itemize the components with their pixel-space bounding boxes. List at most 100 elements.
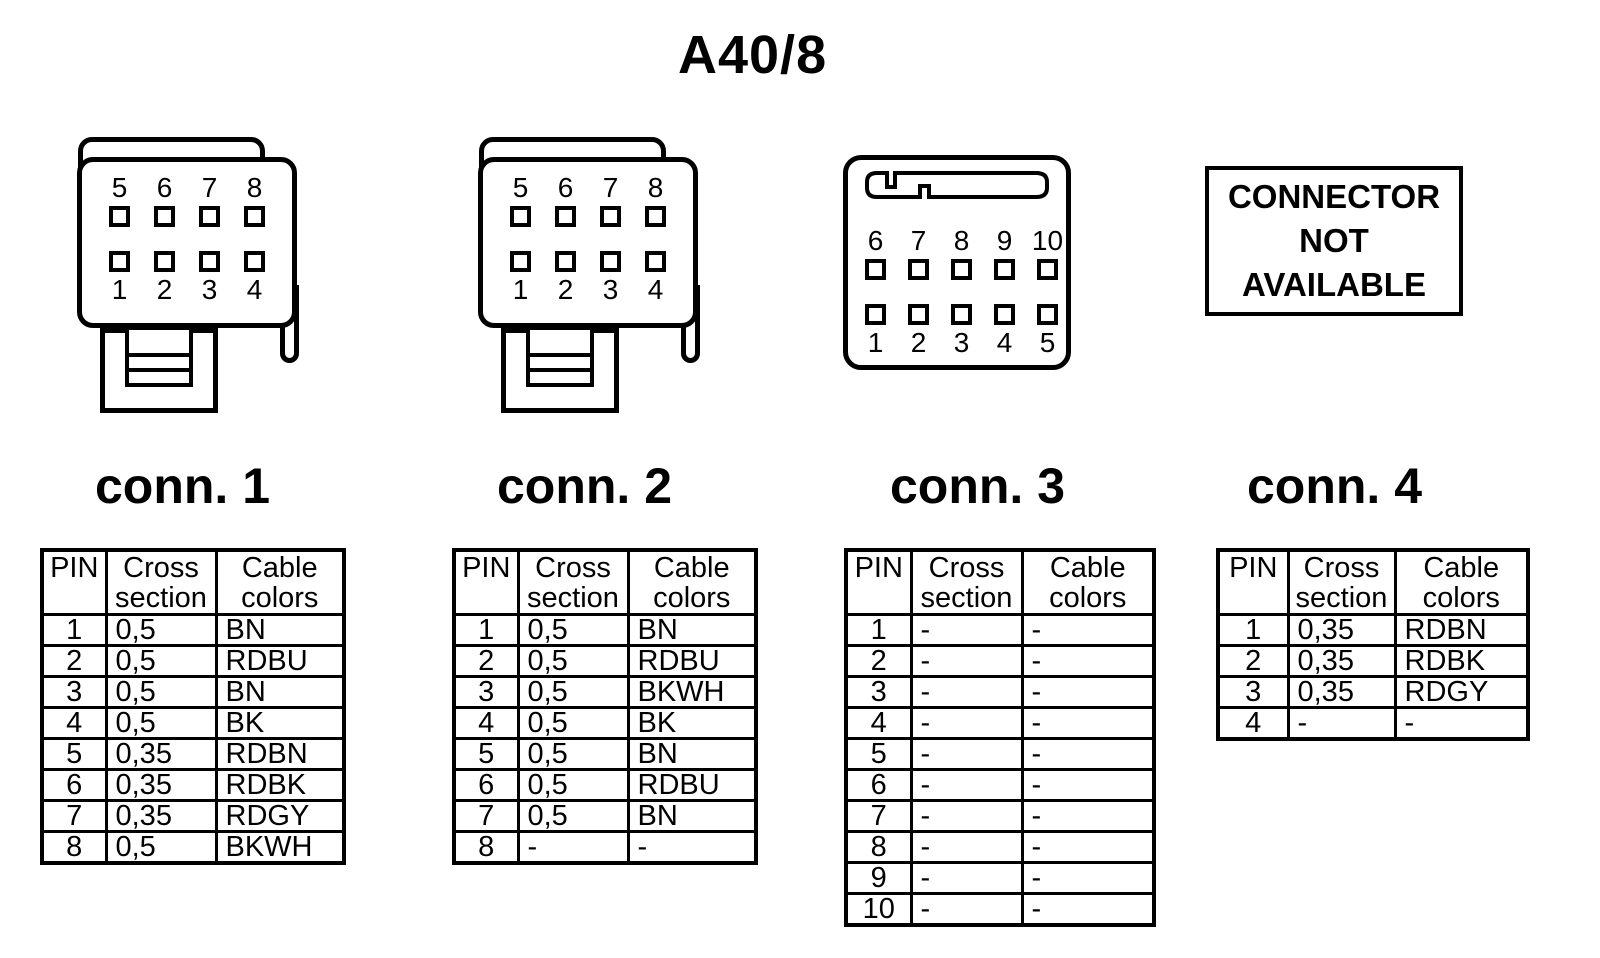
table-header-row: PIN Cross section Cable colors [1216,548,1530,616]
pin-square [951,304,972,325]
col-header-cross-section: Cross section [909,548,1024,616]
pin-number-label: 8 [953,225,970,256]
cell-cable-color: RDBU [626,768,758,802]
cell-cross-section: 0,35 [104,799,218,833]
pin-square [109,251,130,272]
cell-cross-section: 0,5 [516,644,630,678]
col-header-cross-section: Cross section [516,548,630,616]
col-header-pin: PIN [452,548,520,616]
table-row: 4-- [1216,706,1530,741]
latch-line [129,353,189,357]
pin-square [908,304,929,325]
connector-1-label: conn. 1 [95,458,271,514]
pin-square [154,206,175,227]
cell-pin: 8 [844,830,913,864]
table-row: 9-- [844,861,1156,895]
cell-pin: 4 [844,706,913,740]
connector-3-label: conn. 3 [890,458,1066,514]
cell-cross-section: 0,5 [104,830,218,865]
latch-line [129,368,189,372]
pin-number-label: 1 [111,274,128,305]
pin-square [244,251,265,272]
pin-number-label: 10 [1031,225,1064,256]
pin-number-label: 7 [602,172,619,203]
cell-cross-section: 0,5 [104,675,218,709]
pin-square [510,251,531,272]
cell-cross-section: - [909,644,1024,678]
cell-cross-section: 0,5 [516,799,630,833]
pin-square [645,251,666,272]
table-row: 6-- [844,768,1156,802]
cell-pin: 9 [844,861,913,895]
cell-pin: 1 [452,613,520,647]
pin-number-label: 8 [647,172,664,203]
table-header: PIN Cross section Cable colors [1216,548,1530,616]
cell-pin: 8 [452,830,520,865]
cell-cross-section: - [909,675,1024,709]
cell-cable-color: - [1020,768,1156,802]
cell-cable-color: RDBN [1393,613,1530,647]
cell-pin: 8 [40,830,108,865]
cell-cross-section: - [516,830,630,865]
cell-cable-color: BN [626,799,758,833]
cell-cable-color: RDGY [1393,675,1530,709]
pin-number-label: 4 [996,327,1013,358]
cell-cross-section: 0,35 [1286,613,1397,647]
col-header-cable-colors: Cable colors [1020,548,1156,616]
latch-line [530,353,590,357]
cell-cable-color: RDGY [214,799,346,833]
table-row: 3-- [844,675,1156,709]
not-available-text: NOT [1299,222,1369,259]
pin-square [154,251,175,272]
pin-number-label: 3 [602,274,619,305]
cell-pin: 4 [452,706,520,740]
cell-cable-color: RDBN [214,737,346,771]
cell-cross-section: 0,5 [104,706,218,740]
cell-pin: 5 [40,737,108,771]
cell-pin: 6 [844,768,913,802]
table-header-row: PIN Cross section Cable colors [844,548,1156,616]
cell-cross-section: 0,5 [104,644,218,678]
table-row: 7-- [844,799,1156,833]
pin-number-label: 3 [201,274,218,305]
cell-pin: 4 [40,706,108,740]
cell-cross-section: - [909,768,1024,802]
cell-pin: 4 [1216,706,1290,741]
cell-cable-color: RDBK [1393,644,1530,678]
pin-square [555,206,576,227]
col-header-pin: PIN [844,548,913,616]
table-row: 10-- [844,892,1156,927]
cell-pin: 3 [40,675,108,709]
cell-cross-section: 0,5 [516,737,630,771]
cell-pin: 7 [452,799,520,833]
cell-pin: 10 [844,892,913,927]
pin-square [865,259,886,280]
cell-pin: 2 [452,644,520,678]
cell-cross-section: - [909,706,1024,740]
cell-pin: 3 [452,675,520,709]
pin-square [600,206,621,227]
pin-number-label: 6 [557,172,574,203]
cell-cable-color: BN [626,737,758,771]
cell-cable-color: BKWH [214,830,346,865]
cell-pin: 2 [1216,644,1290,678]
pin-square [908,259,929,280]
connector-3-pin-table: PIN Cross section Cable colors 1--2--3--… [844,548,1156,927]
page-title: A40/8 [678,25,828,85]
pin-square [645,206,666,227]
cell-cable-color: - [1020,830,1156,864]
